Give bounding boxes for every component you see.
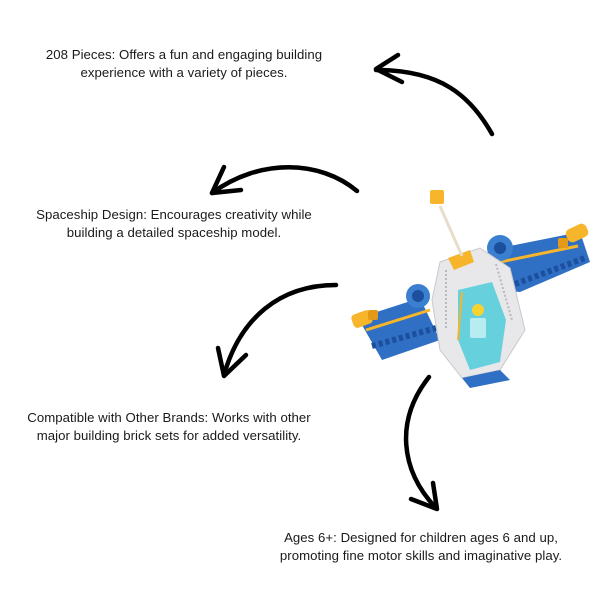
feature-caption-pieces: 208 Pieces: Offers a fun and engaging bu… [20,46,348,82]
caption-line: Compatible with Other Brands: Works with… [27,410,311,425]
feature-caption-compatible: Compatible with Other Brands: Works with… [6,409,332,445]
feature-caption-ages: Ages 6+: Designed for children ages 6 an… [258,529,584,565]
right-wing [487,223,590,292]
left-wing [351,284,440,360]
caption-line: experience with a variety of pieces. [80,65,288,80]
curved-arrow-icon [373,52,495,137]
caption-line: Spaceship Design: Encourages creativity … [36,207,312,222]
feature-caption-design: Spaceship Design: Encourages creativity … [12,206,336,242]
caption-line: 208 Pieces: Offers a fun and engaging bu… [45,47,323,62]
canopy [457,282,506,370]
caption-line: Ages 6+: Designed for children ages 6 an… [284,530,558,545]
curved-arrow-icon [403,374,440,512]
curved-arrow-icon [209,164,360,196]
caption-line: major building brick sets for added vers… [36,428,302,443]
curved-arrow-icon [215,282,339,379]
caption-line: building a detailed spaceship model. [66,225,282,240]
caption-line: promoting fine motor skills and imaginat… [279,548,563,563]
